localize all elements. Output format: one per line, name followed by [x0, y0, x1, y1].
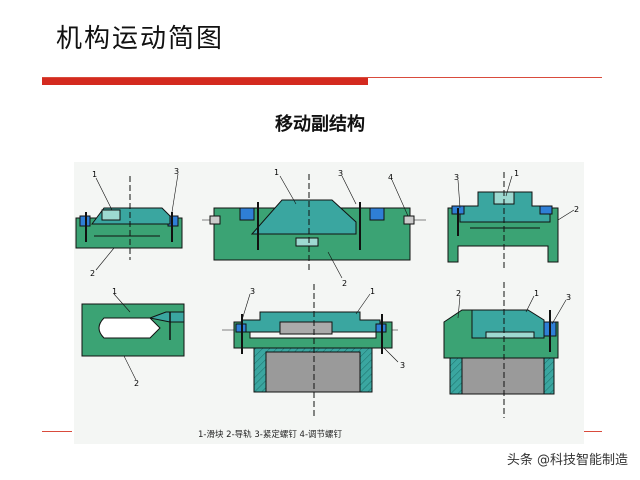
title-accent-bar: [42, 78, 368, 85]
diagram6-label-rail: 2: [456, 289, 461, 298]
diagram3-label-rail: 2: [574, 205, 579, 214]
diagram2-label-screw: 3: [338, 169, 343, 178]
diagram1-label-slider: 1: [92, 170, 97, 179]
diagram5-label-screw-right: 3: [400, 361, 405, 370]
figure-legend: 1-滑块 2-导轨 3-紧定螺钉 4-调节螺钉: [198, 430, 343, 440]
diagram3-label-screw: 3: [454, 173, 459, 182]
slide-joint-figure: 1 3 2 1 3 4 2 1 3: [74, 162, 584, 444]
diagram-t-slot: 1 3 2: [447, 169, 579, 270]
footer-rule-right: [584, 431, 602, 432]
diagram4-label-slider: 1: [112, 287, 117, 296]
diagram2-label-slider: 1: [274, 168, 279, 177]
diagram2-label-adjust-screw: 4: [388, 173, 393, 182]
diagram5-label-screw-left: 3: [250, 287, 255, 296]
diagram-side-dovetail: 2 1 3: [443, 282, 571, 418]
title-rule: [42, 77, 602, 78]
slide-subtitle: 移动副结构: [275, 114, 365, 135]
diagram-dovetail-small: 1 3 2: [75, 167, 183, 278]
diagram3-label-slider: 1: [514, 169, 519, 178]
diagram-cylindrical-guide: 1 2: [81, 287, 185, 388]
diagram1-label-rail: 2: [90, 269, 95, 278]
diagram1-label-screw: 3: [174, 167, 179, 176]
slide-title: 机构运动简图: [56, 24, 225, 54]
diagram6-label-slider: 1: [534, 289, 539, 298]
diagram-flat-guide: 3 1 3: [222, 284, 405, 418]
diagram6-label-screw: 3: [566, 293, 571, 302]
diagram2-label-rail: 2: [342, 279, 347, 288]
diagram-dovetail-large: 1 3 4 2: [202, 168, 426, 288]
diagram4-label-rail: 2: [134, 379, 139, 388]
diagram5-label-slider: 1: [370, 287, 375, 296]
watermark: 头条 @科技智能制造: [506, 453, 628, 468]
footer-rule-left: [42, 431, 72, 432]
